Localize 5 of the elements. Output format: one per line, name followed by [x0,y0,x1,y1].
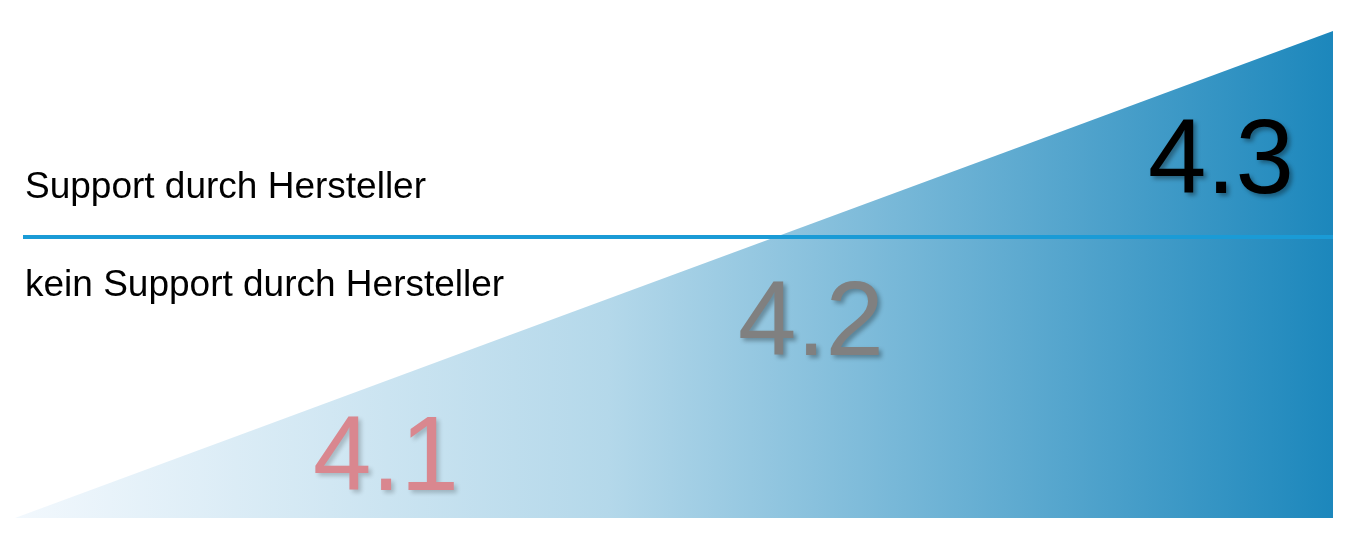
version-number: 4.1 [313,401,459,506]
section-label: Support durch Hersteller [25,164,427,208]
version-number: 4.2 [738,266,884,371]
section-label: kein Support durch Hersteller [25,262,505,306]
version-number: 4.3 [1148,104,1294,209]
